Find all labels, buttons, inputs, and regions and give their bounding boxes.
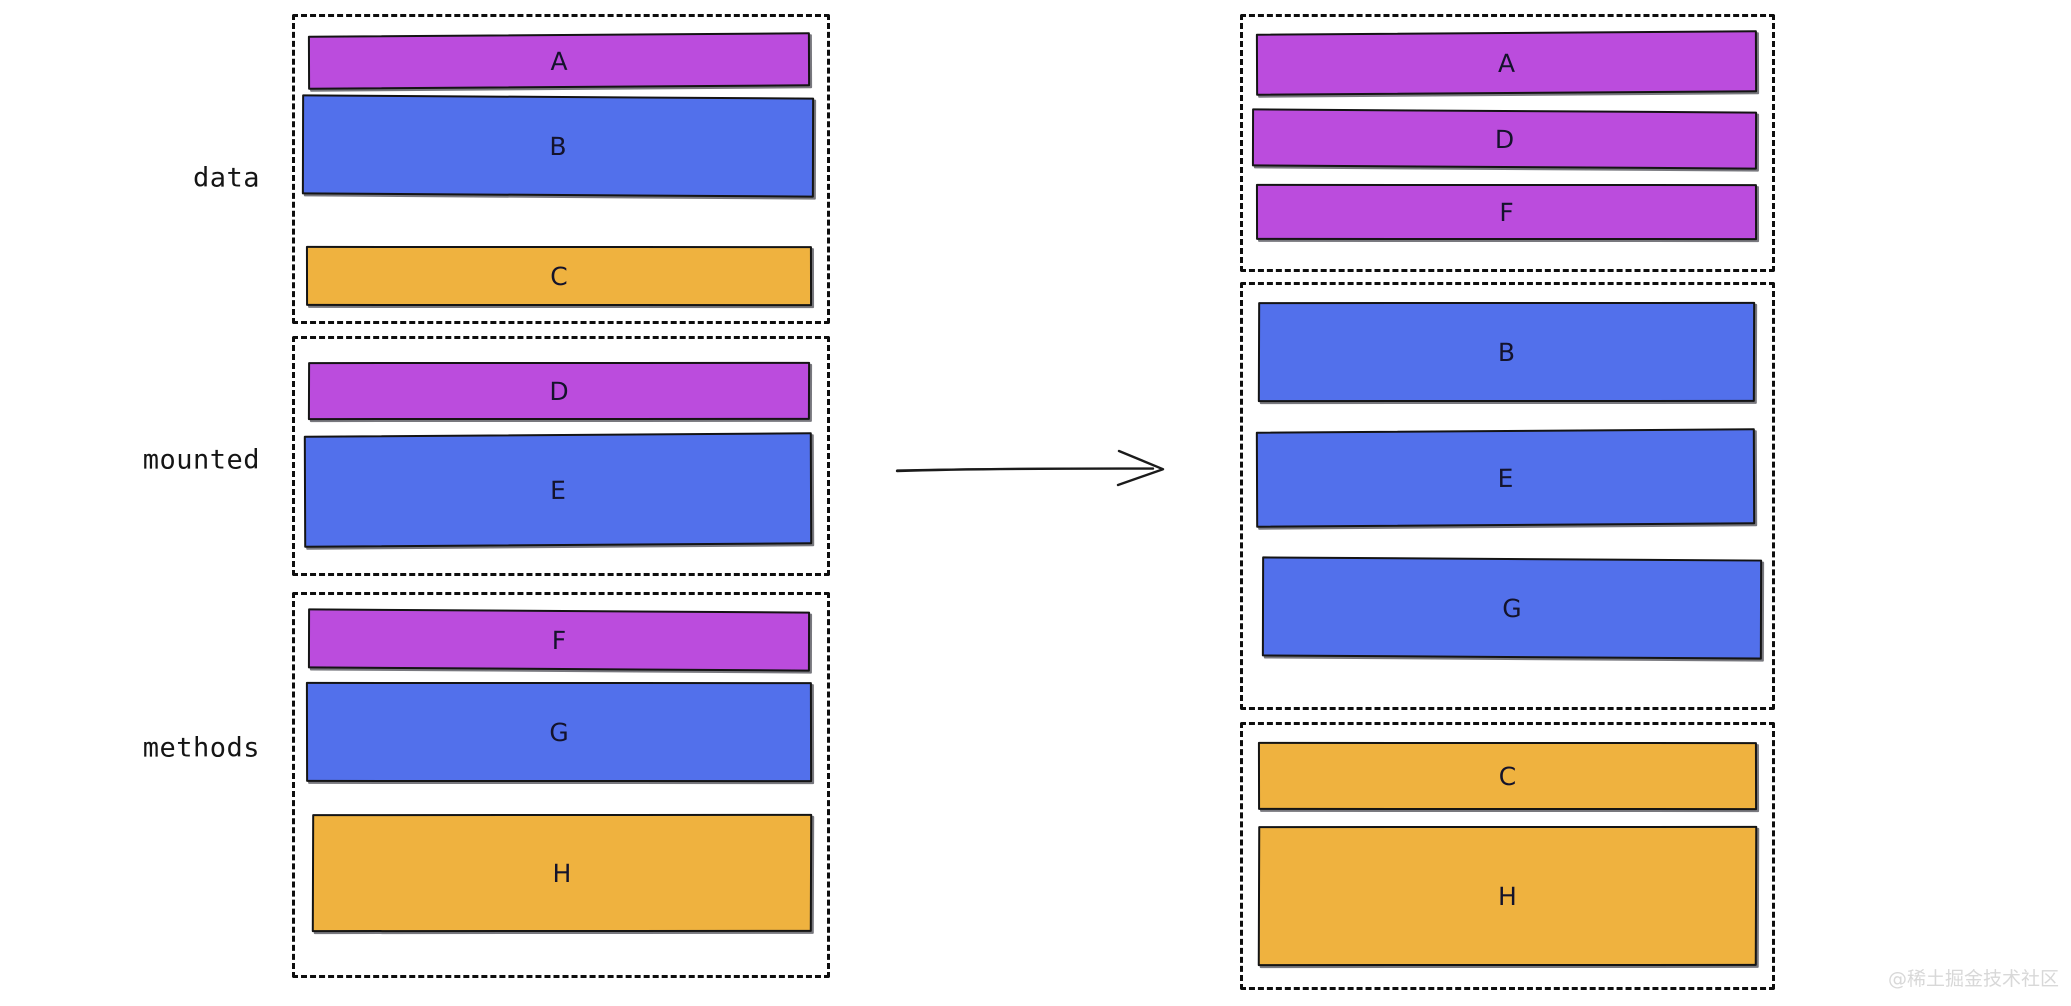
group-label-methods: methods <box>142 732 260 764</box>
item-label: C <box>550 261 568 291</box>
group-label-mounted: mounted <box>142 444 260 476</box>
item-label: G <box>1502 593 1522 623</box>
item-box-f[interactable]: F <box>307 608 811 672</box>
item-label: B <box>549 131 567 161</box>
item-box-f[interactable]: F <box>1255 183 1758 241</box>
watermark: @稀土掘金技术社区 <box>1888 968 2060 990</box>
item-box-e[interactable]: E <box>1255 428 1756 528</box>
item-box-d[interactable]: D <box>307 361 811 421</box>
item-label: B <box>1497 337 1516 367</box>
item-box-d[interactable]: D <box>1251 108 1758 170</box>
item-label: H <box>552 858 572 888</box>
item-box-g[interactable]: G <box>305 681 813 783</box>
item-label: D <box>549 376 569 406</box>
group-box <box>292 592 830 978</box>
group-box <box>1240 14 1775 272</box>
item-label: H <box>1498 881 1517 911</box>
item-box-c[interactable]: C <box>1257 741 1758 811</box>
group-box <box>1240 722 1775 990</box>
group-label-data: data <box>192 162 260 194</box>
item-label: A <box>550 46 568 76</box>
item-box-g[interactable]: G <box>1261 556 1763 660</box>
item-box-h[interactable]: H <box>311 813 813 933</box>
group-box <box>292 336 830 576</box>
item-box-a[interactable]: A <box>307 32 811 90</box>
group-box <box>292 14 830 324</box>
item-label: D <box>1494 124 1515 154</box>
item-label: E <box>1497 463 1514 493</box>
item-box-c[interactable]: C <box>305 245 813 307</box>
item-label: C <box>1498 761 1517 791</box>
item-label: A <box>1497 48 1516 78</box>
item-label: E <box>550 475 566 505</box>
item-box-a[interactable]: A <box>1255 30 1758 96</box>
group-box <box>1240 282 1775 710</box>
transform-arrow <box>895 440 1195 500</box>
item-label: F <box>551 625 567 655</box>
item-label: F <box>1499 197 1514 227</box>
item-box-b[interactable]: B <box>301 94 815 198</box>
item-label: G <box>549 717 569 747</box>
item-box-h[interactable]: H <box>1257 825 1758 967</box>
item-box-b[interactable]: B <box>1257 301 1756 403</box>
item-box-e[interactable]: E <box>303 432 813 548</box>
